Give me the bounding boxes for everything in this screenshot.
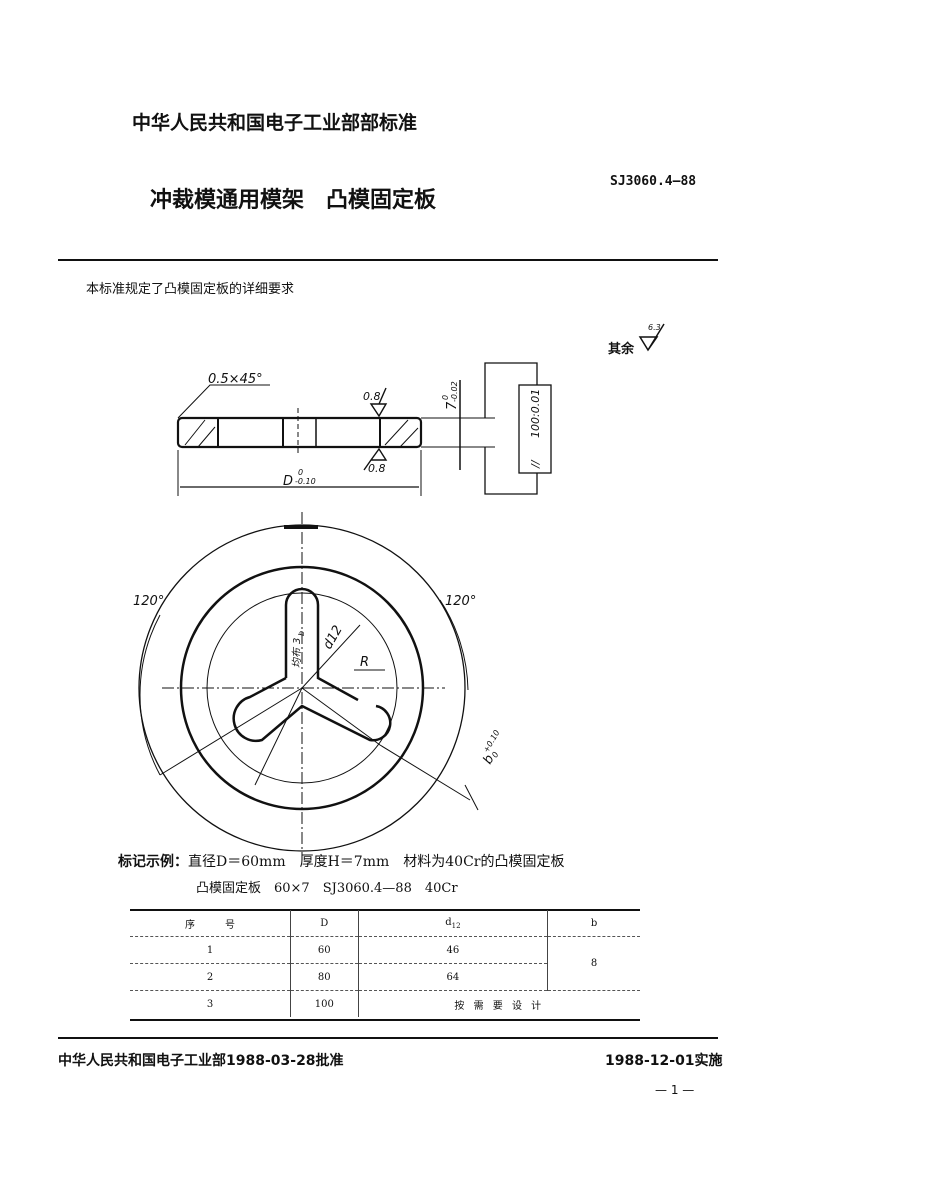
standard-code: SJ3060.4—88 <box>610 174 697 189</box>
cell-index: 1 <box>130 936 291 964</box>
table-row: 3 100 按 需 要 设 计 <box>130 990 640 1017</box>
angle-right: 120° <box>445 594 476 609</box>
table-row: 1 60 46 8 <box>130 936 640 991</box>
example-line-1: 标记示例：直径D＝60mm 厚度H＝7mm 材料为40Cr的凸模固定板 <box>118 851 564 871</box>
slot-tol-lower: 0 <box>490 750 500 759</box>
intro-text: 本标准规定了凸模固定板的详细要求 <box>86 282 295 297</box>
approval-text: 中华人民共和国电子工业部1988-03-28批准 <box>58 1053 344 1069</box>
slot-letter: b <box>297 631 306 636</box>
cell-index: 2 <box>130 963 291 991</box>
table-row: 2 80 64 <box>130 963 640 991</box>
cell-design-note: 按 需 要 设 计 <box>357 990 640 1017</box>
cell-index: 3 <box>130 990 291 1017</box>
example-text: 直径D＝60mm 厚度H＝7mm 材料为40Cr的凸模固定板 <box>188 854 565 870</box>
header-d12: d12 <box>357 910 548 937</box>
section-outline <box>176 416 423 449</box>
header-rule <box>58 259 718 261</box>
radius-label: R <box>360 655 369 670</box>
diameter-tol-lower: -0.10 <box>295 477 316 486</box>
example-line-2: 凸模固定板 60×7 SJ3060.4—88 40Cr <box>196 881 458 896</box>
cell-d: 60 <box>290 936 359 964</box>
uniform-label: 均布 <box>291 646 303 668</box>
d12-label: d12 <box>320 623 345 652</box>
document-title: 冲裁模通用模架 凸模固定板 <box>150 188 437 213</box>
roughness-symbol-icon <box>638 323 665 352</box>
roughness-bottom-label: 0.8 <box>368 462 386 475</box>
slot-tol-upper: +0.10 <box>482 728 502 754</box>
roughness-top-label: 0.8 <box>363 390 381 403</box>
effective-date: 1988-12-01实施 <box>605 1053 723 1069</box>
header-d: D <box>290 910 359 937</box>
parallelism-value: 100:0.01 <box>529 389 542 438</box>
table-bottom-rule <box>130 1019 640 1021</box>
header-index: 序 号 <box>185 919 235 931</box>
ministry-standard-title: 中华人民共和国电子工业部部标准 <box>132 112 418 134</box>
chamfer-label: 0.5×45° <box>208 372 263 387</box>
cell-d: 100 <box>290 990 359 1017</box>
cell-d12: 46 <box>357 936 548 964</box>
page-number: — 1 — <box>655 1083 695 1097</box>
slot-count: 3 <box>292 638 303 644</box>
diameter-label: D <box>283 474 293 489</box>
header-b: b <box>547 910 640 937</box>
thickness-tol-lower: -0.02 <box>450 381 459 402</box>
parallelism-icon: // <box>529 459 542 469</box>
thickness-tol-upper: 0 <box>441 395 450 400</box>
example-label: 标记示例： <box>118 854 188 870</box>
roughness-rest-value: 6.3 <box>648 323 661 332</box>
table-header-row: 序 号 D d12 b <box>130 910 640 937</box>
slot-outline <box>232 587 392 743</box>
thickness-label: 7 <box>445 401 460 410</box>
cell-b: 8 <box>547 936 640 991</box>
roughness-rest-label: 其余 <box>608 342 635 357</box>
cell-d12: 64 <box>357 963 548 991</box>
footer-rule <box>58 1037 718 1039</box>
cell-d: 80 <box>290 963 359 991</box>
spec-table: 序 号 D d12 b 1 60 46 8 2 80 64 3 100 按 需 … <box>130 910 640 1017</box>
technical-drawing: 0.5×45° 0.8 0.8 D 0 -0.10 7 0 -0.02 // 1… <box>133 323 665 860</box>
diameter-tol-upper: 0 <box>298 468 303 477</box>
angle-left: 120° <box>133 594 164 609</box>
